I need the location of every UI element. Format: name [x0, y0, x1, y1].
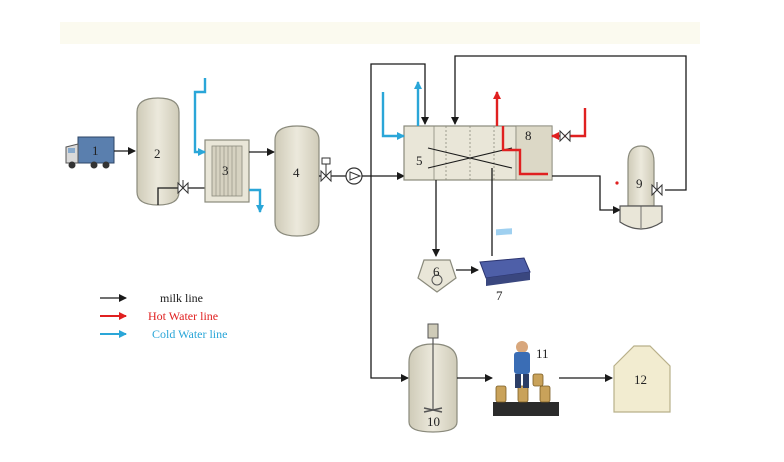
unit-2-label: 2: [154, 146, 161, 161]
hot-water-valve-icon: [559, 129, 571, 143]
milk-line-top-loop: [370, 63, 429, 176]
unit-6-label: 6: [433, 264, 440, 279]
unit-10-mixing-tank: 10: [408, 323, 458, 433]
unit-12-label: 12: [634, 372, 647, 387]
milk-line-2-3: [157, 187, 205, 205]
legend: milk line Hot Water line Cold Water line: [100, 291, 227, 341]
unit-3-label: 3: [222, 163, 229, 178]
unit-10-label: 10: [427, 414, 440, 429]
vessel-9-valve-icon: [651, 182, 663, 197]
indicator-dot: [615, 181, 619, 185]
valve-icon: [177, 180, 189, 195]
unit-4-label: 4: [293, 165, 300, 180]
pump-icon: [345, 167, 363, 185]
header-band: [60, 22, 700, 44]
actuated-valve-icon: [320, 157, 332, 183]
hot-water-loop-8: [501, 126, 548, 176]
unit-12-cold-store: 12: [613, 345, 671, 413]
unit-9-label: 9: [636, 176, 643, 191]
unit-4-storage-tank: 4: [274, 125, 320, 237]
milk-return-line: [451, 55, 687, 191]
unit-3-plate-cooler: 3: [204, 139, 250, 203]
unit-11-label: 11: [536, 346, 549, 361]
unit-11-packing-station: 11: [493, 341, 559, 416]
unit-5-label: 5: [416, 153, 423, 168]
unit-8-label: 8: [525, 128, 532, 143]
unit-1-milk-truck: 1: [65, 136, 115, 169]
milk-line-to-10: [370, 176, 409, 382]
milk-line-8-9: [552, 175, 621, 214]
unit-6-separator: 6: [417, 259, 457, 293]
unit-9-vessel: 9: [619, 145, 663, 230]
legend-milk-label: milk line: [160, 291, 203, 305]
legend-cold-label: Cold Water line: [152, 327, 227, 341]
unit-5-8-pasteurizer: 5 8: [403, 125, 553, 181]
unit-7-label: 7: [496, 288, 503, 303]
cold-water-out-3: [249, 188, 264, 213]
cold-water-in-3: [193, 78, 207, 156]
unit-7-controller: 7: [479, 228, 531, 303]
cold-water-in-5: [381, 92, 405, 140]
legend-hot-label: Hot Water line: [148, 309, 218, 323]
unit-1-label: 1: [92, 143, 99, 158]
